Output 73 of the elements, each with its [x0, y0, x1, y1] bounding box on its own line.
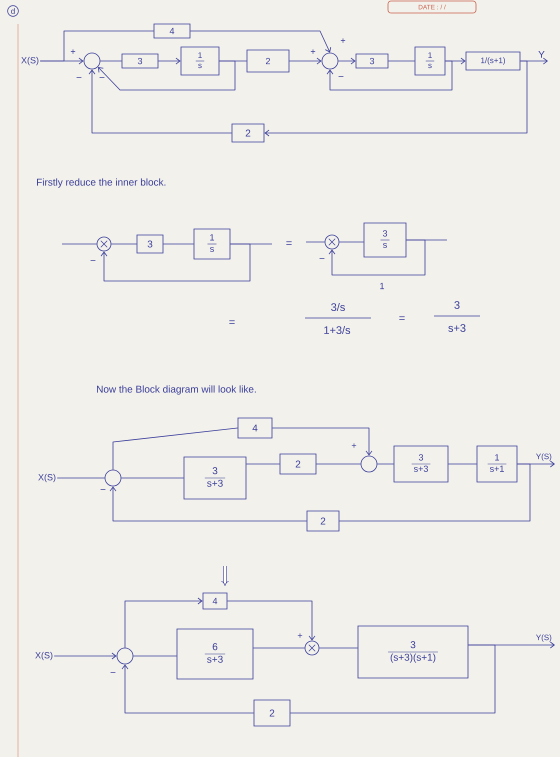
transfer-block: 3 (s+3)(s+1) [358, 626, 468, 678]
signal-line [112, 428, 238, 470]
summing-junction [360, 456, 378, 472]
sign-label: − [90, 260, 96, 261]
sign-label: + [310, 49, 316, 54]
transfer-block: 3 [136, 234, 164, 254]
arrow [88, 69, 232, 134]
signal-label: X(S) [35, 652, 52, 660]
sign-label: − [320, 258, 324, 259]
arrow [227, 600, 316, 641]
summing-junction [104, 470, 122, 486]
sign-label: + [298, 633, 302, 638]
arrow [289, 58, 322, 64]
transfer-block: 3 [122, 54, 158, 68]
transfer-block: 3 s+3 [184, 456, 246, 500]
arrow [328, 240, 426, 276]
sign-label: + [340, 38, 346, 43]
sign-label: + [352, 443, 356, 448]
equation-text: 1+3/s [324, 326, 350, 334]
transfer-block: 2 [254, 700, 290, 726]
equation-text: = [399, 316, 405, 320]
equation-text: 3 [454, 301, 460, 309]
arrow [54, 652, 117, 660]
arrow [122, 664, 254, 714]
summing-junction [324, 234, 340, 250]
transfer-block: 2 [306, 510, 340, 532]
signal-line [388, 60, 415, 62]
sign-label: + [70, 49, 76, 54]
sign-label: − [76, 77, 82, 78]
arrow [326, 60, 452, 90]
signal-line [339, 464, 530, 522]
sign-label: − [110, 672, 116, 673]
signal-label: Y [538, 50, 545, 58]
equation-text: s+3 [448, 324, 466, 332]
signal-line [100, 60, 122, 62]
signal-line [40, 30, 154, 62]
signal-label: X(S) [38, 474, 56, 482]
arrow [190, 30, 332, 53]
transfer-block: 6 s+3 [176, 628, 254, 680]
arrow [110, 486, 307, 522]
summing-junction [304, 640, 320, 656]
transfer-block: 1 s [194, 228, 230, 260]
transfer-block: 4 [154, 24, 190, 38]
signal-line [290, 644, 496, 714]
note-text: Now the Block diagram will look like. [97, 385, 256, 395]
summing-junction [84, 52, 100, 70]
transfer-block: 3 s+3 [394, 446, 448, 482]
transfer-block: 4 [238, 418, 272, 438]
summing-junction [96, 236, 112, 252]
transfer-block: 3 [356, 54, 388, 68]
arrow [124, 598, 203, 648]
arrow [158, 58, 181, 64]
arrow [264, 60, 528, 136]
equation-text: 3/s [331, 302, 345, 312]
transfer-block: 2 [246, 50, 290, 72]
arrow [100, 244, 250, 282]
sign-label: − [100, 77, 104, 78]
note-text: Firstly reduce the inner block. [37, 178, 166, 188]
sign-label: − [338, 76, 344, 77]
arrow [272, 428, 372, 456]
arrow [98, 60, 236, 90]
sign-label: − [100, 489, 106, 490]
equation-text: = [229, 320, 235, 324]
transfer-block: 2 [232, 124, 264, 142]
transfer-block: 2 [280, 454, 316, 474]
summing-junction [322, 52, 338, 70]
summing-junction [116, 648, 134, 664]
transfer-block: 4 [202, 592, 228, 610]
signal-label: X(S) [21, 56, 38, 66]
arrow [338, 58, 356, 64]
transfer-block: 3 s [364, 222, 406, 258]
equation-text: = [286, 241, 292, 245]
transfer-block: 1 s+1 [476, 446, 518, 482]
